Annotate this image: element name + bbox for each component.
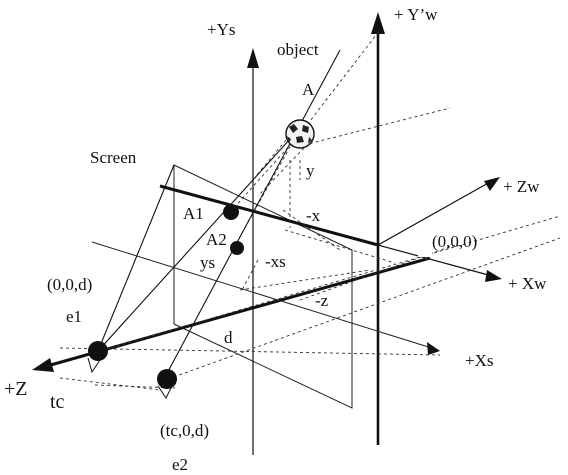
sight-lines — [97, 49, 341, 380]
eye-e1-marker — [88, 341, 108, 361]
xw-axis-line — [377, 244, 493, 277]
object-label: object — [277, 40, 319, 59]
xs-axis-arrow — [427, 342, 440, 355]
zw-axis-arrow — [484, 177, 500, 191]
z-axis-label: +Z — [4, 378, 28, 400]
eye-e1-tick — [87, 357, 101, 374]
ys-axis-arrow — [247, 48, 259, 68]
y-label: y — [306, 161, 315, 180]
point-00d-label: (0,0,d) — [47, 275, 92, 294]
xs-axis-line — [91, 241, 439, 351]
zw-axis-label: + Zw — [503, 177, 540, 196]
eye-e2-marker — [157, 369, 177, 389]
point-a2-label: A2 — [206, 230, 227, 249]
eye-e1-label: e1 — [66, 307, 82, 326]
xw-axis-label: + Xw — [508, 274, 547, 293]
origin-gap — [418, 247, 432, 257]
point-a1-label: A1 — [183, 204, 204, 223]
neg-x-label: -x — [306, 206, 321, 225]
point-a-label: A — [302, 80, 315, 99]
tc-label: tc — [50, 391, 65, 413]
point-a2-marker — [230, 241, 244, 255]
yw-axis-label: + Y’w — [394, 5, 438, 24]
xs-axis-label: +Xs — [465, 351, 493, 370]
origin-world-label: (0,0,0) — [432, 232, 477, 251]
d-label: d — [224, 328, 233, 347]
zw-axis-line-right — [377, 181, 491, 246]
eye-e2-label: e2 — [172, 455, 188, 474]
ys-label: ys — [200, 253, 215, 272]
point-a1-marker — [223, 204, 239, 220]
yw-axis-arrow — [371, 12, 385, 34]
neg-z-label: -z — [315, 291, 329, 310]
object-sphere — [285, 119, 315, 149]
z-axis-arrow — [32, 358, 54, 372]
zw-axis-line — [159, 184, 379, 247]
xw-axis-arrow — [485, 270, 502, 282]
ys-axis-label: +Ys — [207, 20, 235, 39]
neg-xs-label: -xs — [265, 252, 286, 271]
screen-label: Screen — [90, 148, 137, 167]
point-tc0d-label: (tc,0,d) — [160, 421, 209, 440]
eye-e2-tick — [157, 385, 173, 399]
